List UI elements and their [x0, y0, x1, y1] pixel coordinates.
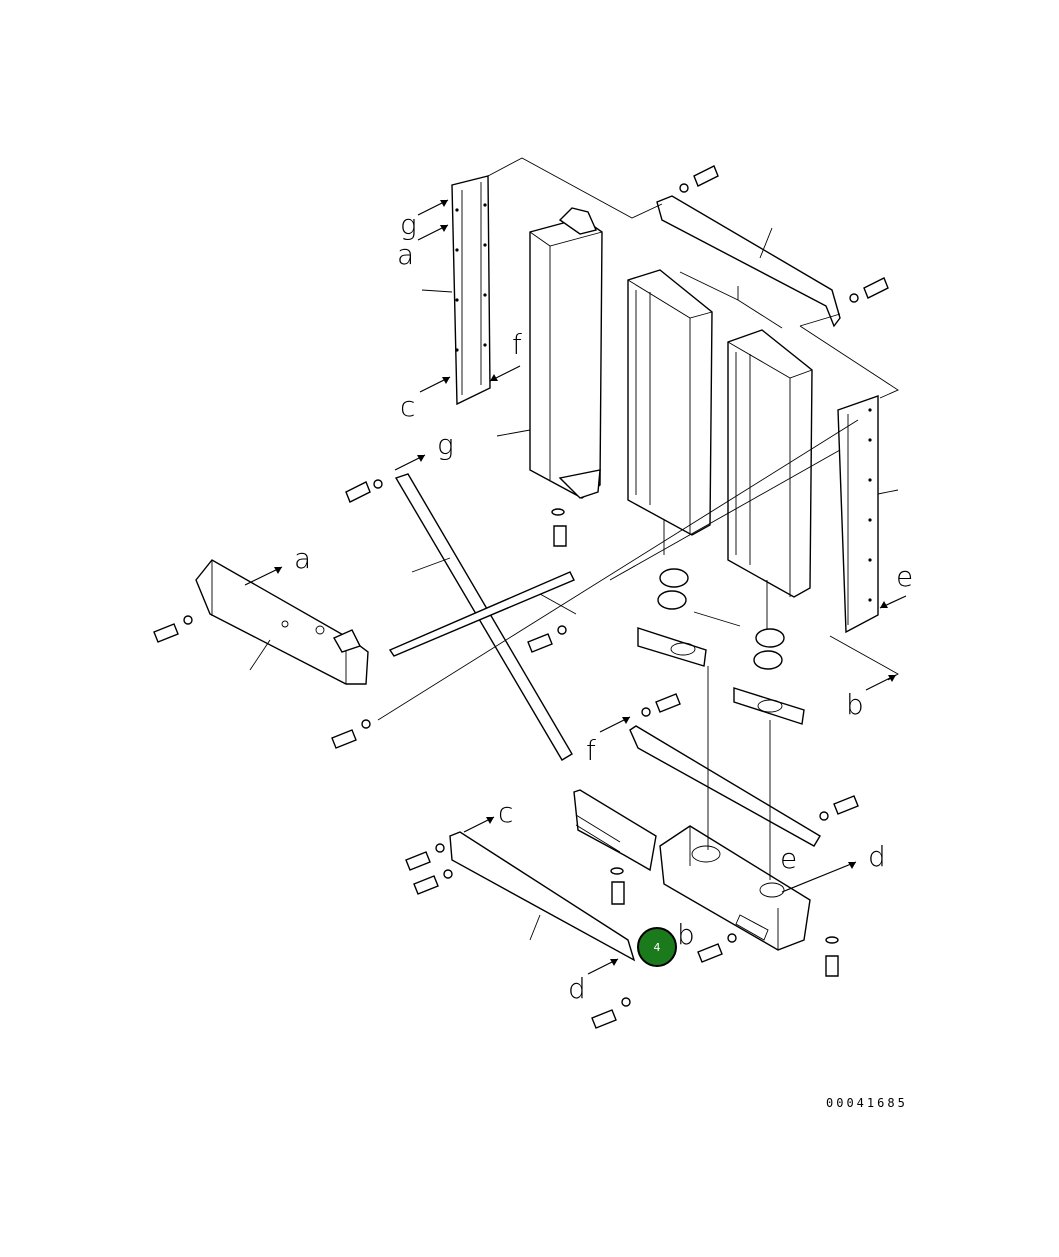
bolt — [345, 479, 383, 503]
bolt — [153, 615, 193, 643]
direction-arrows — [244, 199, 907, 975]
bolt — [527, 625, 567, 653]
leader-lines — [377, 157, 899, 880]
right-side-plate — [837, 395, 899, 634]
letter-e-low: e — [780, 842, 797, 875]
oil-cooler-core — [727, 329, 813, 630]
bolt — [697, 933, 737, 963]
figure-number: 00041685 — [826, 1096, 908, 1110]
bolt — [641, 693, 681, 717]
radiator-core — [627, 269, 713, 555]
bolt — [679, 165, 719, 193]
letter-d-right: d — [868, 840, 886, 873]
letter-g-top: g — [400, 208, 417, 241]
top-brace-bar — [656, 195, 841, 328]
reference-letters: g a c f g a e b f c e d b d — [294, 208, 913, 1005]
bolt — [551, 508, 567, 547]
part-callout-4[interactable]: 4 — [637, 927, 677, 967]
letter-g-mid: g — [437, 428, 454, 461]
lower-right-box — [659, 825, 811, 951]
letter-b-low: b — [677, 918, 695, 951]
letter-c-top: c — [400, 390, 415, 423]
bolt — [610, 867, 625, 905]
bolt — [591, 997, 631, 1029]
letter-e-right: e — [896, 560, 913, 593]
letter-a-top: a — [397, 238, 414, 271]
letter-a-mid: a — [294, 542, 311, 575]
aftercooler-core — [496, 207, 603, 499]
lower-stay — [629, 725, 821, 847]
letter-d-low: d — [568, 972, 586, 1005]
letter-f-top: f — [512, 328, 522, 361]
bolt — [825, 936, 839, 977]
bolt — [331, 719, 371, 749]
left-frame — [195, 559, 369, 685]
stay-rods — [388, 473, 575, 761]
bolt — [819, 795, 859, 821]
lower-left-channel — [449, 789, 657, 962]
left-side-plate — [421, 175, 491, 406]
letter-f-low: f — [586, 734, 596, 767]
bolt — [413, 869, 453, 895]
bolt — [849, 277, 889, 303]
letter-b-right: b — [846, 688, 864, 721]
letter-c-low: c — [498, 796, 513, 829]
bolt — [405, 843, 445, 871]
mounting-plates — [637, 568, 805, 725]
callout-number: 4 — [654, 941, 661, 954]
bolts-and-washers — [153, 165, 889, 1029]
